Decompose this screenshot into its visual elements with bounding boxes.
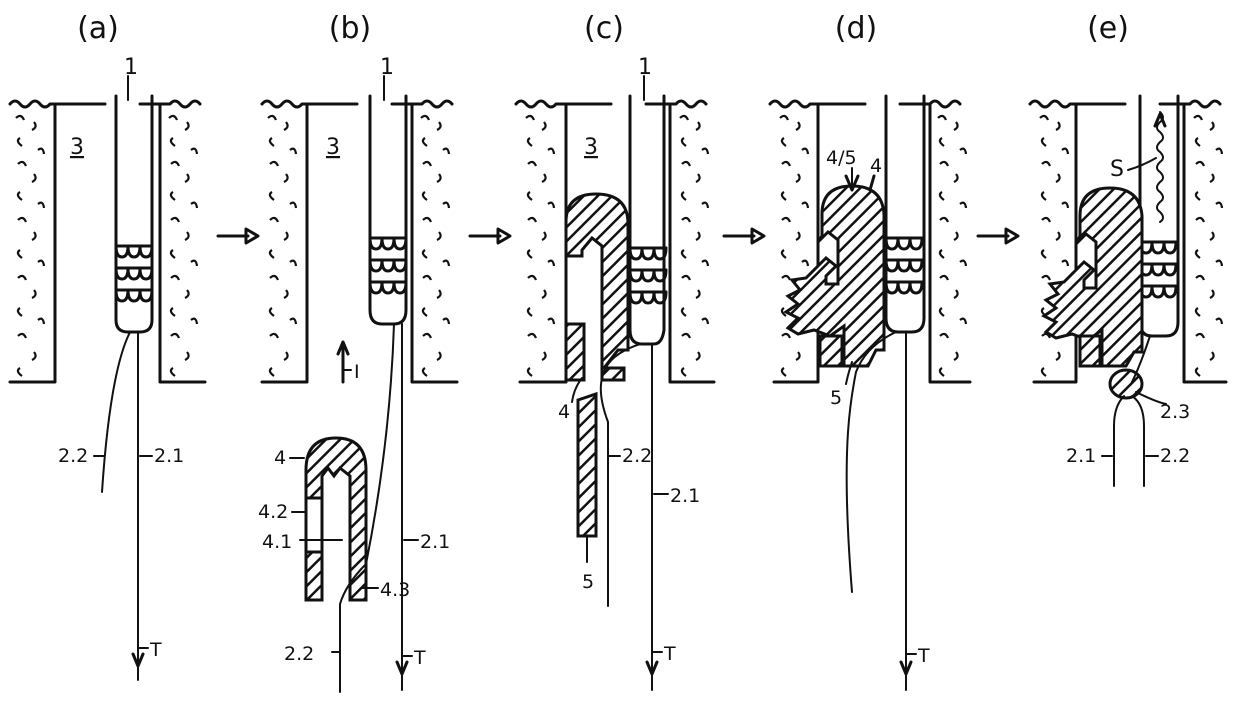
label-sleeve: 5 bbox=[830, 387, 842, 409]
wire-2-2 bbox=[1132, 396, 1144, 486]
label-spring: S bbox=[1110, 157, 1124, 182]
cap-lower-left bbox=[566, 324, 584, 380]
label-wire-2-2: 2.2 bbox=[284, 643, 314, 665]
spring-s bbox=[1157, 112, 1163, 222]
label-wire-2-1: 2.1 bbox=[1066, 445, 1096, 467]
wire-2-1 bbox=[1114, 396, 1124, 486]
label-tension: T bbox=[149, 639, 162, 661]
panel-c: 1 3 4 2.2 2.1 5 T bbox=[516, 55, 714, 690]
label-space: 3 bbox=[584, 135, 598, 160]
fiber-body bbox=[116, 96, 152, 332]
label-space: 3 bbox=[70, 135, 84, 160]
label-wire-2-1: 2.1 bbox=[154, 445, 184, 467]
label-cap: 4 bbox=[274, 447, 286, 469]
label-tension: T bbox=[663, 643, 676, 665]
panel-title-e: (e) bbox=[1087, 11, 1129, 46]
label-wire-2-2: 2.2 bbox=[58, 445, 88, 467]
label-fiber: 1 bbox=[380, 55, 394, 80]
label-wire-2-1: 2.1 bbox=[420, 531, 450, 553]
borehole-wall-left bbox=[10, 104, 55, 382]
label-space: 3 bbox=[326, 135, 340, 160]
label-wire-2-2: 2.2 bbox=[622, 445, 652, 467]
label-fiber: 1 bbox=[638, 55, 652, 80]
label-cap-part-4-3: 4.3 bbox=[380, 579, 410, 601]
label-fiber: 1 bbox=[124, 55, 138, 80]
wire-2-2 bbox=[102, 332, 130, 492]
panel-title-a: (a) bbox=[77, 11, 119, 46]
step-arrow-c-d bbox=[724, 229, 764, 243]
step-arrow-d-e bbox=[978, 229, 1018, 243]
step-arrow-a-b bbox=[218, 229, 258, 243]
ground-surface bbox=[1030, 101, 1220, 107]
panel-a: 1 3 2.2 2.1 T bbox=[10, 55, 205, 680]
direction-arrow bbox=[338, 342, 348, 382]
cap-part-4-2 bbox=[306, 498, 322, 552]
wire-2-2 bbox=[847, 332, 896, 592]
cap-lower-left bbox=[1080, 336, 1100, 366]
label-direction: I bbox=[354, 361, 360, 383]
panel-e: S 2.3 2.1 2.2 bbox=[1030, 96, 1226, 486]
panel-title-c: (c) bbox=[584, 11, 624, 46]
label-sleeve: 5 bbox=[582, 571, 594, 593]
label-tension: T bbox=[917, 645, 930, 667]
label-cap: 4 bbox=[870, 155, 882, 177]
step-arrow-b-c bbox=[470, 229, 510, 243]
label-cap: 4 bbox=[558, 401, 570, 423]
panel-d: 4/5 4 5 T bbox=[770, 96, 970, 690]
sleeve-5 bbox=[578, 394, 596, 536]
ground-surface bbox=[10, 101, 200, 107]
label-wire-2-2: 2.2 bbox=[1160, 445, 1190, 467]
ground-surface bbox=[262, 101, 452, 107]
label-wire-2-1: 2.1 bbox=[670, 485, 700, 507]
ground-surface bbox=[516, 101, 706, 107]
panel-b: 1 3 I 4 4.2 4.1 2.1 4.3 2.2 T bbox=[258, 55, 457, 692]
panel-title-b: (b) bbox=[329, 11, 371, 46]
label-cap-part-4-1: 4.1 bbox=[262, 531, 292, 553]
twist-2-3 bbox=[1110, 370, 1142, 398]
panel-title-d: (d) bbox=[835, 11, 877, 46]
borehole-wall-right bbox=[160, 104, 205, 382]
wire-2-2 bbox=[601, 344, 640, 606]
label-combined: 4/5 bbox=[826, 147, 857, 169]
label-tension: T bbox=[413, 647, 426, 669]
label-cap-part-4-2: 4.2 bbox=[258, 501, 288, 523]
cap-lower-left bbox=[820, 336, 842, 366]
label-twist: 2.3 bbox=[1160, 401, 1190, 423]
